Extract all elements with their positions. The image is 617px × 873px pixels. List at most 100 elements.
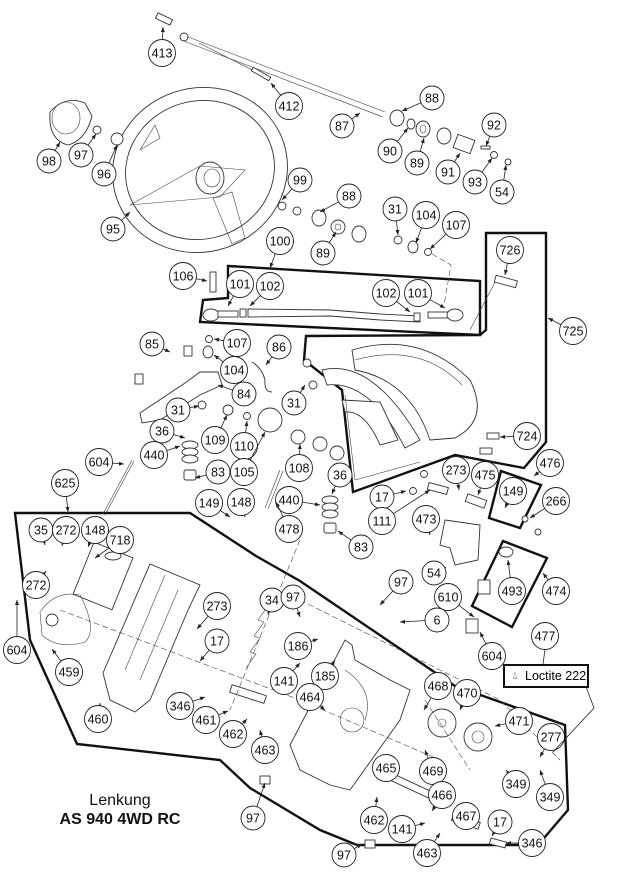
callout-bubble bbox=[442, 211, 470, 239]
ring-88-d bbox=[351, 225, 367, 243]
part-callout-610: 610 bbox=[434, 583, 475, 618]
bolt-17-mid bbox=[409, 470, 428, 495]
callout-bubble bbox=[518, 829, 546, 857]
callout-bubble bbox=[227, 488, 255, 516]
callout-arrowhead bbox=[242, 719, 247, 725]
callout-leader-line bbox=[393, 489, 431, 515]
callout-bubble bbox=[372, 279, 400, 307]
callout-bubble bbox=[453, 679, 481, 707]
callout-bubble bbox=[421, 560, 447, 586]
callout-arrowhead bbox=[456, 484, 461, 490]
callout-bubble bbox=[240, 805, 266, 831]
callout-number: 726 bbox=[500, 244, 521, 258]
callout-number: 84 bbox=[237, 388, 251, 402]
callout-arrowhead bbox=[266, 359, 271, 365]
assembly-line-axis-4 bbox=[424, 699, 471, 771]
steering-motor bbox=[39, 541, 134, 646]
callout-arrowhead bbox=[201, 278, 207, 282]
callout-bubble bbox=[165, 397, 191, 423]
part-callout-468: 468 bbox=[423, 672, 452, 711]
callout-bubble bbox=[372, 754, 400, 782]
callout-bubble bbox=[513, 422, 541, 450]
part-callout-149: 149 bbox=[195, 489, 231, 518]
callout-number: 36 bbox=[155, 425, 169, 439]
callout-arrowhead bbox=[338, 531, 344, 536]
callout-number: 99 bbox=[293, 174, 307, 188]
callout-bubble bbox=[428, 781, 456, 809]
callout-arrowhead bbox=[400, 619, 406, 624]
part-callout-102: 102 bbox=[372, 279, 411, 313]
callout-arrowhead bbox=[118, 461, 124, 466]
group-outline-725 bbox=[302, 231, 548, 494]
ring-107-top bbox=[424, 248, 432, 256]
callout-arrowhead bbox=[95, 553, 101, 558]
callout-number: 111 bbox=[372, 515, 391, 529]
hose-86 bbox=[251, 361, 273, 393]
callout-number: 17 bbox=[375, 491, 389, 505]
rubber-108 bbox=[290, 429, 345, 461]
ring-107-mid bbox=[205, 335, 213, 343]
part-callout-462: 462 bbox=[219, 718, 248, 748]
callout-bubble bbox=[220, 356, 248, 384]
callout-arrowhead bbox=[271, 83, 276, 89]
callout-bubble bbox=[139, 331, 165, 357]
callout-arrowhead bbox=[224, 512, 230, 517]
callout-bubble bbox=[149, 418, 175, 444]
callout-number: 17 bbox=[210, 635, 224, 649]
callout-arrowhead bbox=[477, 489, 482, 495]
callout-bubble bbox=[192, 706, 220, 734]
callout-bubble bbox=[275, 486, 303, 514]
pin-726 bbox=[493, 274, 518, 289]
callout-number: 90 bbox=[383, 145, 397, 159]
callout-bubble bbox=[502, 770, 530, 798]
callout-leader-line bbox=[542, 649, 546, 665]
callout-bubble bbox=[559, 317, 587, 345]
callout-leader-line bbox=[249, 431, 266, 461]
part-callout-100: 100 bbox=[266, 227, 294, 269]
callout-number: 475 bbox=[475, 469, 496, 483]
callout-number: 88 bbox=[342, 190, 356, 204]
part-callout-273: 273 bbox=[442, 456, 470, 491]
hub-471 bbox=[463, 722, 493, 752]
callout-bubble bbox=[85, 448, 113, 476]
bushing-104-mid bbox=[202, 345, 214, 359]
part-callout-440: 440 bbox=[140, 441, 181, 469]
callout-arrowhead bbox=[354, 113, 360, 118]
callout-bubble bbox=[281, 390, 307, 416]
callout-bubble bbox=[377, 138, 403, 164]
part-callout-493: 493 bbox=[498, 559, 526, 605]
callout-number: 440 bbox=[279, 494, 300, 508]
callout-arrowhead bbox=[468, 612, 474, 617]
part-callout-97: 97 bbox=[68, 133, 97, 168]
part-callout-461: 461 bbox=[192, 706, 229, 734]
callout-bubble bbox=[424, 607, 450, 633]
callout-bubble bbox=[169, 262, 197, 290]
part-callout-31: 31 bbox=[281, 384, 307, 416]
callout-number: 474 bbox=[546, 585, 567, 599]
callout-bubble bbox=[413, 839, 441, 867]
part-callout-31: 31 bbox=[382, 196, 408, 236]
callout-bubble bbox=[478, 642, 506, 670]
callout-bubble bbox=[51, 469, 79, 497]
callout-bubble bbox=[280, 584, 306, 610]
part-callout-477: 477 bbox=[531, 622, 595, 753]
callout-arrowhead bbox=[260, 432, 265, 438]
callout-arrowhead bbox=[530, 513, 536, 518]
callout-bubble bbox=[296, 683, 324, 711]
part-callout-476: 476 bbox=[533, 449, 564, 477]
part-callout-111: 111 bbox=[368, 489, 431, 535]
callout-bubble bbox=[442, 456, 470, 484]
callout-arrowhead bbox=[179, 434, 185, 439]
callout-number: 478 bbox=[279, 523, 300, 537]
part-callout-6: 6 bbox=[399, 607, 450, 633]
callout-number: 277 bbox=[541, 731, 562, 745]
part-callout-185: 185 bbox=[311, 659, 339, 690]
callout-number: 97 bbox=[246, 812, 260, 826]
part-callout-101: 101 bbox=[226, 270, 254, 307]
buffer-83-b bbox=[323, 522, 337, 534]
callout-number: 464 bbox=[300, 691, 321, 705]
steering-sector bbox=[321, 343, 478, 481]
part-callout-17: 17 bbox=[369, 484, 407, 510]
callout-bubble bbox=[106, 526, 134, 554]
callout-number: 88 bbox=[425, 92, 439, 106]
